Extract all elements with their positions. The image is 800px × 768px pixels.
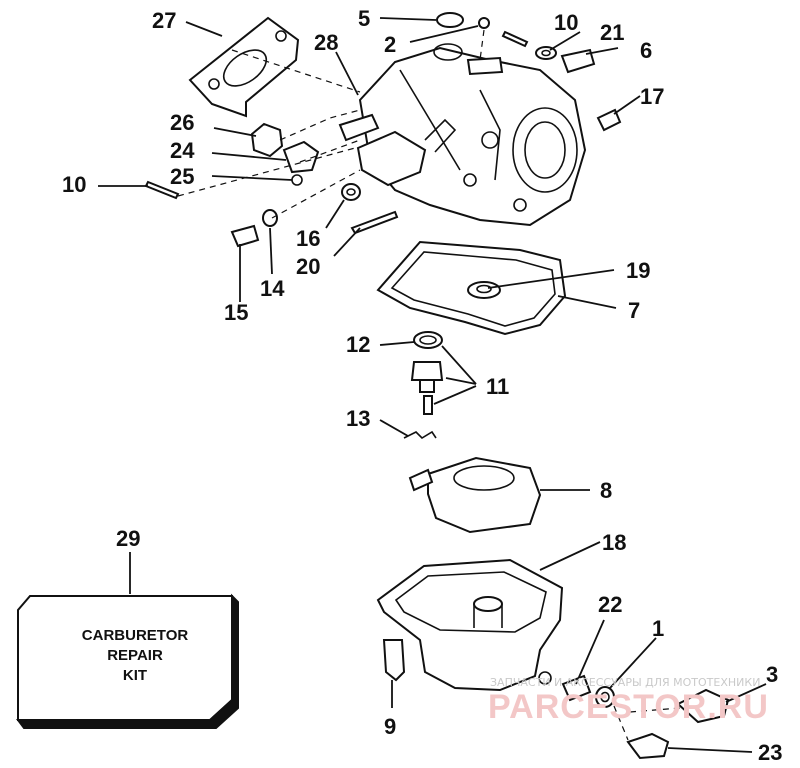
part-29-repair-kit-box: CARBURETOR REPAIR KIT bbox=[16, 593, 239, 729]
part-11-needle bbox=[423, 395, 433, 415]
label-10-upper: 10 bbox=[554, 10, 578, 35]
part-1-washer bbox=[595, 686, 615, 708]
label-24: 24 bbox=[170, 138, 195, 163]
part-23-fitting bbox=[626, 732, 670, 760]
watermark: ЗАПЧАСТИ И АКСЕССУАРЫ ДЛЯ МОТОТЕХНИКИ PA… bbox=[488, 676, 769, 726]
label-28: 28 bbox=[314, 30, 338, 55]
label-23: 23 bbox=[758, 740, 782, 765]
label-26: 26 bbox=[170, 110, 194, 135]
label-14: 14 bbox=[260, 276, 285, 301]
leader-lines bbox=[98, 17, 767, 753]
part-11-needle-seat bbox=[410, 361, 444, 393]
watermark-brand: PARCESTOR.RU bbox=[488, 688, 769, 726]
part-6-screw bbox=[560, 48, 596, 74]
label-9: 9 bbox=[384, 714, 396, 739]
label-29: 29 bbox=[116, 526, 140, 551]
label-18: 18 bbox=[602, 530, 626, 555]
part-8-float bbox=[408, 456, 542, 534]
part-26-nut bbox=[250, 122, 284, 158]
part-16-washer bbox=[341, 183, 361, 201]
label-2: 2 bbox=[384, 32, 396, 57]
label-10-lower: 10 bbox=[62, 172, 86, 197]
part-5-plug bbox=[436, 12, 464, 28]
part-13-clip bbox=[403, 430, 437, 440]
label-21: 21 bbox=[600, 20, 624, 45]
alignment-lines bbox=[177, 29, 681, 741]
callout-labels: 27 28 5 2 10 21 6 17 26 24 25 10 16 20 1… bbox=[62, 6, 782, 765]
kit-line-2: REPAIR bbox=[107, 647, 163, 664]
part-22-plug bbox=[561, 674, 592, 702]
label-25: 25 bbox=[170, 164, 194, 189]
label-8: 8 bbox=[600, 478, 612, 503]
part-20-needle bbox=[350, 210, 399, 235]
part-19-seat-washer bbox=[467, 281, 501, 299]
part-18-float-bowl bbox=[376, 558, 564, 692]
label-1: 1 bbox=[652, 616, 664, 641]
label-13: 13 bbox=[346, 406, 370, 431]
label-15: 15 bbox=[224, 300, 248, 325]
label-22: 22 bbox=[598, 592, 622, 617]
part-28-throttle-lever bbox=[338, 113, 457, 187]
part-10-pin-upper bbox=[501, 30, 529, 48]
label-27: 27 bbox=[152, 8, 176, 33]
part-10-pin-lower bbox=[144, 180, 180, 200]
kit-line-1: CARBURETOR bbox=[82, 627, 189, 644]
label-5: 5 bbox=[358, 6, 370, 31]
kit-line-3: KIT bbox=[123, 667, 147, 684]
part-17-screw bbox=[596, 108, 622, 132]
label-7: 7 bbox=[628, 298, 640, 323]
part-3-screw bbox=[676, 688, 730, 724]
part-2-ball bbox=[478, 17, 490, 29]
label-6: 6 bbox=[640, 38, 652, 63]
part-24-bushing bbox=[282, 140, 320, 174]
part-12-gasket bbox=[413, 331, 443, 349]
part-14-washer bbox=[262, 209, 278, 227]
part-27-flange-gasket bbox=[188, 16, 300, 118]
label-20: 20 bbox=[296, 254, 320, 279]
part-9-screw bbox=[382, 639, 406, 682]
label-16: 16 bbox=[296, 226, 320, 251]
label-19: 19 bbox=[626, 258, 650, 283]
carburetor-body bbox=[358, 43, 587, 227]
part-15-screw bbox=[230, 224, 260, 248]
label-17: 17 bbox=[640, 84, 664, 109]
label-11: 11 bbox=[486, 374, 509, 399]
label-3: 3 bbox=[766, 662, 778, 687]
label-12: 12 bbox=[346, 332, 370, 357]
watermark-tagline: ЗАПЧАСТИ И АКСЕССУАРЫ ДЛЯ МОТОТЕХНИКИ bbox=[490, 676, 760, 689]
part-25-ring bbox=[291, 174, 303, 186]
